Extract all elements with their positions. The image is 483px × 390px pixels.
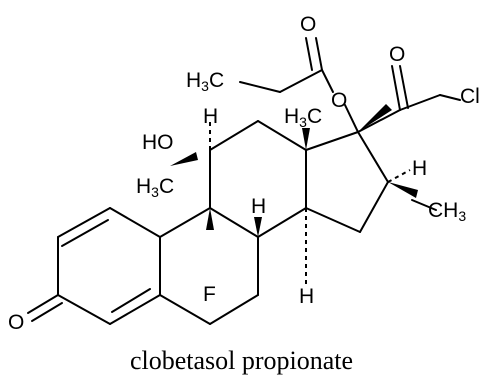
- wedge-bond: [302, 128, 310, 150]
- hydrogen-c8-label: H: [251, 195, 267, 218]
- propionate-methyl-label: H3C: [186, 69, 225, 94]
- ester-oxygen-label: O: [331, 89, 348, 112]
- bond: [257, 207, 307, 238]
- hydrogen-c16-label: H: [412, 157, 428, 180]
- bond: [111, 288, 151, 313]
- bond: [279, 69, 323, 93]
- hydrogen-c14-label: H: [299, 285, 315, 308]
- wedge-bond: [206, 208, 214, 230]
- wedge-bond: [170, 152, 198, 166]
- bond: [159, 207, 211, 238]
- bond: [357, 131, 389, 183]
- hydroxyl-label: HO: [142, 131, 174, 154]
- wedge-bond: [388, 182, 418, 198]
- bond: [399, 65, 409, 109]
- bond: [315, 37, 323, 71]
- bond: [57, 207, 111, 238]
- ketone-oxygen-label: O: [8, 311, 25, 334]
- bond: [359, 181, 389, 233]
- wedge-bond: [254, 217, 262, 237]
- bond: [27, 294, 59, 314]
- bond: [159, 294, 211, 325]
- chlorine-label: Cl: [460, 85, 480, 108]
- bond: [305, 37, 313, 71]
- bond: [391, 65, 401, 111]
- bond: [357, 109, 401, 133]
- bond: [209, 294, 259, 325]
- bond: [321, 69, 334, 93]
- methyl-c16-label: CH3: [428, 199, 467, 224]
- bond: [61, 219, 109, 247]
- bond: [109, 207, 161, 238]
- bond: [109, 294, 161, 325]
- molecule-name-caption: clobetasol propionate: [129, 346, 354, 375]
- wedge-bond: [358, 104, 392, 132]
- bond: [209, 207, 259, 238]
- bond: [399, 94, 441, 111]
- methyl-c18-label: H3C: [284, 105, 323, 130]
- hydrogen-c11-label: H: [203, 105, 219, 128]
- propionate-carbonyl-oxygen-label: O: [300, 13, 317, 36]
- bond: [439, 94, 461, 101]
- ketone-c20-oxygen-label: O: [389, 43, 406, 66]
- bond: [239, 81, 281, 93]
- fluorine-label: F: [203, 283, 216, 306]
- bond: [57, 294, 111, 325]
- bond: [411, 199, 437, 211]
- methyl-c19-label: H3C: [136, 175, 175, 200]
- bond: [305, 131, 359, 151]
- bond: [257, 120, 307, 151]
- bond: [305, 207, 361, 233]
- bond: [344, 104, 359, 133]
- bond: [209, 120, 259, 151]
- hashed-bond: [387, 169, 411, 183]
- bond: [31, 302, 63, 322]
